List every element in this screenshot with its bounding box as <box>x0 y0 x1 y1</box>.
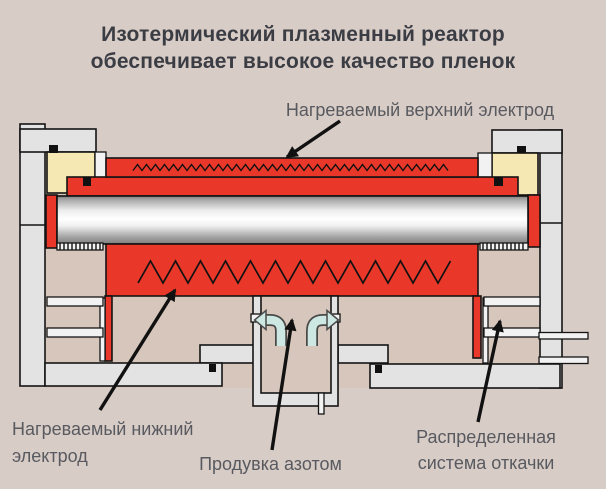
wafer-cylinder <box>56 195 529 245</box>
lower-electrode-left-leg <box>104 295 113 362</box>
right-base-slab <box>369 363 561 389</box>
upper-electrode <box>66 157 519 197</box>
gas-flow-arrows-icon <box>253 308 340 346</box>
nitrogen-channel <box>250 295 341 415</box>
left-step-block <box>199 344 255 364</box>
right-insulator-pin <box>517 146 526 153</box>
label-lower-electrode: Нагреваемый нижний электрод <box>12 419 194 466</box>
right-comb-support <box>479 242 529 251</box>
pointer-upper-electrode <box>285 119 341 159</box>
title-line-2: обеспечивает высокое качество пленок <box>90 50 516 73</box>
pointer-lower-electrode <box>98 288 177 411</box>
pointer-pumping <box>476 319 504 423</box>
right-wall-strip <box>477 152 493 179</box>
left-comb-support <box>56 242 104 251</box>
pointer-nitrogen <box>270 318 297 451</box>
label-upper-electrode: Нагреваемый верхний электрод <box>285 100 555 120</box>
label-pumping-system: Распределенная система откачки <box>416 427 556 473</box>
lower-heater-coil <box>137 259 452 285</box>
left-base-slab <box>44 362 223 387</box>
label-nitrogen-purge: Продувка азотом <box>199 454 342 474</box>
page-title: Изотермический плазменный реактор обеспе… <box>0 21 606 75</box>
title-line-1: Изотермический плазменный реактор <box>101 23 505 46</box>
upper-heater-coil <box>132 163 449 172</box>
exhaust-pipes <box>538 331 589 365</box>
left-pump-ports <box>46 296 106 362</box>
right-chassis-wall <box>491 129 563 389</box>
right-top-flange <box>491 129 563 154</box>
right-pump-ports <box>482 296 541 364</box>
left-wall-strip <box>94 151 107 179</box>
right-step-block <box>337 344 389 364</box>
channel-pin <box>317 392 325 415</box>
lower-electrode <box>104 243 482 362</box>
lower-electrode-right-leg <box>472 295 482 359</box>
base-plates <box>44 344 561 389</box>
cylinder-right-mount <box>527 194 541 248</box>
left-insulator-pin <box>49 145 58 153</box>
cylinder-left-mount <box>45 194 58 249</box>
